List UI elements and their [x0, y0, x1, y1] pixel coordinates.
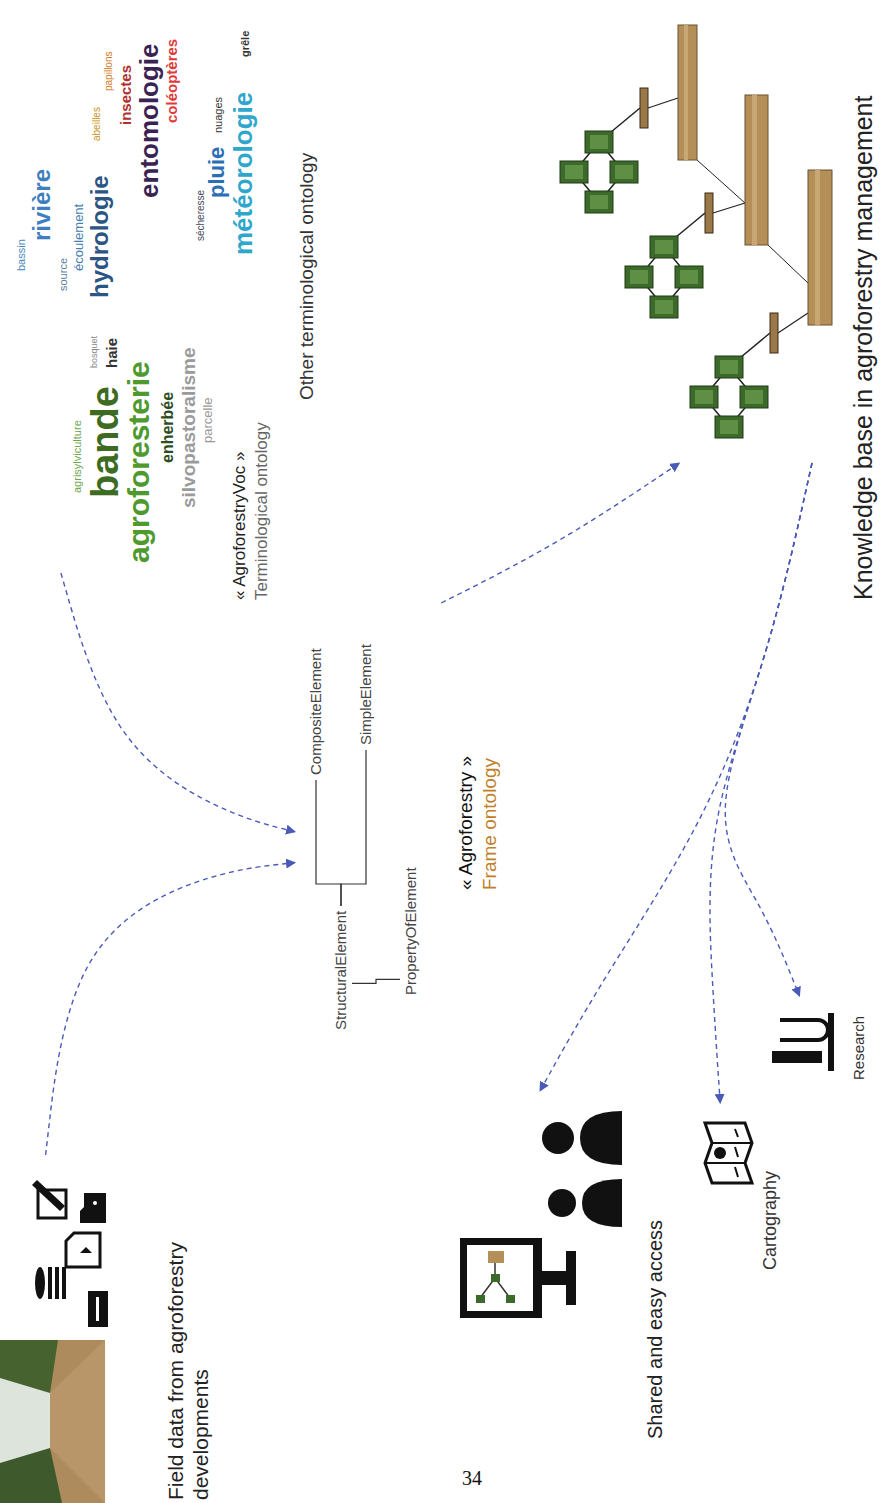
use-panel: Cartography — [700, 1103, 792, 1275]
hierarchy-line — [352, 979, 400, 983]
map-icon — [705, 1123, 752, 1183]
node-title: Research — [850, 1016, 868, 1080]
data-icons — [32, 1180, 108, 1327]
cloud-word: bosquet — [90, 336, 99, 368]
cloud-word: nuages — [213, 97, 224, 133]
cloud-word: agrisylviculture — [72, 420, 83, 493]
cloud-word: papillons — [104, 52, 114, 91]
cloud-word: pluie — [206, 147, 228, 198]
cloud-word: agroforesterie — [124, 361, 154, 563]
class-label: CompositeElement — [305, 643, 327, 780]
cloud-word: abeilles — [92, 107, 102, 141]
field-photo — [0, 1340, 105, 1503]
dashed-arrow — [441, 463, 679, 603]
cloud-word: écoulement — [72, 204, 85, 271]
cloud-word: entomologie — [136, 43, 162, 198]
cloud-word: sécheresse — [196, 190, 206, 241]
class-label: PropertyOfElement — [400, 862, 422, 1000]
class-label: SimpleElement — [355, 639, 377, 750]
ontology-panel: Other terminological ontology — [292, 5, 326, 403]
node-title: StructuralElement — [332, 911, 350, 1030]
node-title: CompositeElement — [307, 648, 325, 775]
cloud-word: parcelle — [201, 397, 214, 443]
cloud-word: grêle — [240, 31, 251, 57]
node-title: Field data from agroforestry development… — [163, 1180, 213, 1500]
node-title: Cartography — [760, 1171, 782, 1270]
node-title: « AgroforestryVoc » — [230, 452, 250, 600]
dashed-arrow — [710, 463, 812, 1103]
cloud-word: bande — [86, 386, 124, 498]
use-panel: Shared and easy access — [455, 1091, 673, 1443]
cloud-word: silvopastoralisme — [179, 347, 198, 508]
page-number: 34 — [462, 1468, 482, 1488]
frame-ontology: « Agroforestry »Frame ontologyStructural… — [295, 603, 507, 1043]
dashed-arrow — [725, 463, 812, 996]
node-title: Other terminological ontology — [296, 153, 319, 400]
dashed-arrow — [540, 463, 812, 1091]
source-panel: Field data from agroforestry development… — [0, 1155, 228, 1503]
cloud-word: rivière — [30, 169, 54, 241]
node-title: Shared and easy access — [643, 1220, 667, 1439]
cloud-word: météorologie — [230, 92, 256, 255]
use-panel: Research — [765, 996, 880, 1088]
hierarchy-line — [316, 780, 341, 906]
node-subtitle: Terminological ontology — [252, 422, 272, 600]
knowledge-base-picture — [560, 25, 832, 438]
dashed-arrow — [61, 573, 295, 832]
node-title: SimpleElement — [357, 644, 375, 745]
knowledge-base: Knowledge base in agroforestry managemen… — [540, 8, 880, 463]
cloud-word: haie — [104, 338, 119, 368]
shared-access-icon — [460, 1111, 622, 1318]
class-label: StructuralElement — [330, 906, 352, 1035]
node-title: PropertyOfElement — [402, 867, 420, 995]
cloud-word: hydrologie — [88, 175, 112, 298]
node-title: Knowledge base in agroforestry managemen… — [848, 96, 878, 600]
cloud-word: source — [58, 258, 69, 291]
node-subtitle: Frame ontology — [479, 758, 502, 890]
node-title: « Agroforestry » — [455, 756, 478, 890]
dashed-arrow — [46, 863, 295, 1155]
research-icon — [772, 1013, 834, 1071]
cloud-word: bassin — [16, 239, 27, 271]
cloud-word: coléoptères — [164, 39, 179, 123]
cloud-word: enherbée — [160, 392, 176, 463]
hierarchy-line — [341, 750, 366, 906]
cloud-word: insectes — [118, 65, 133, 125]
